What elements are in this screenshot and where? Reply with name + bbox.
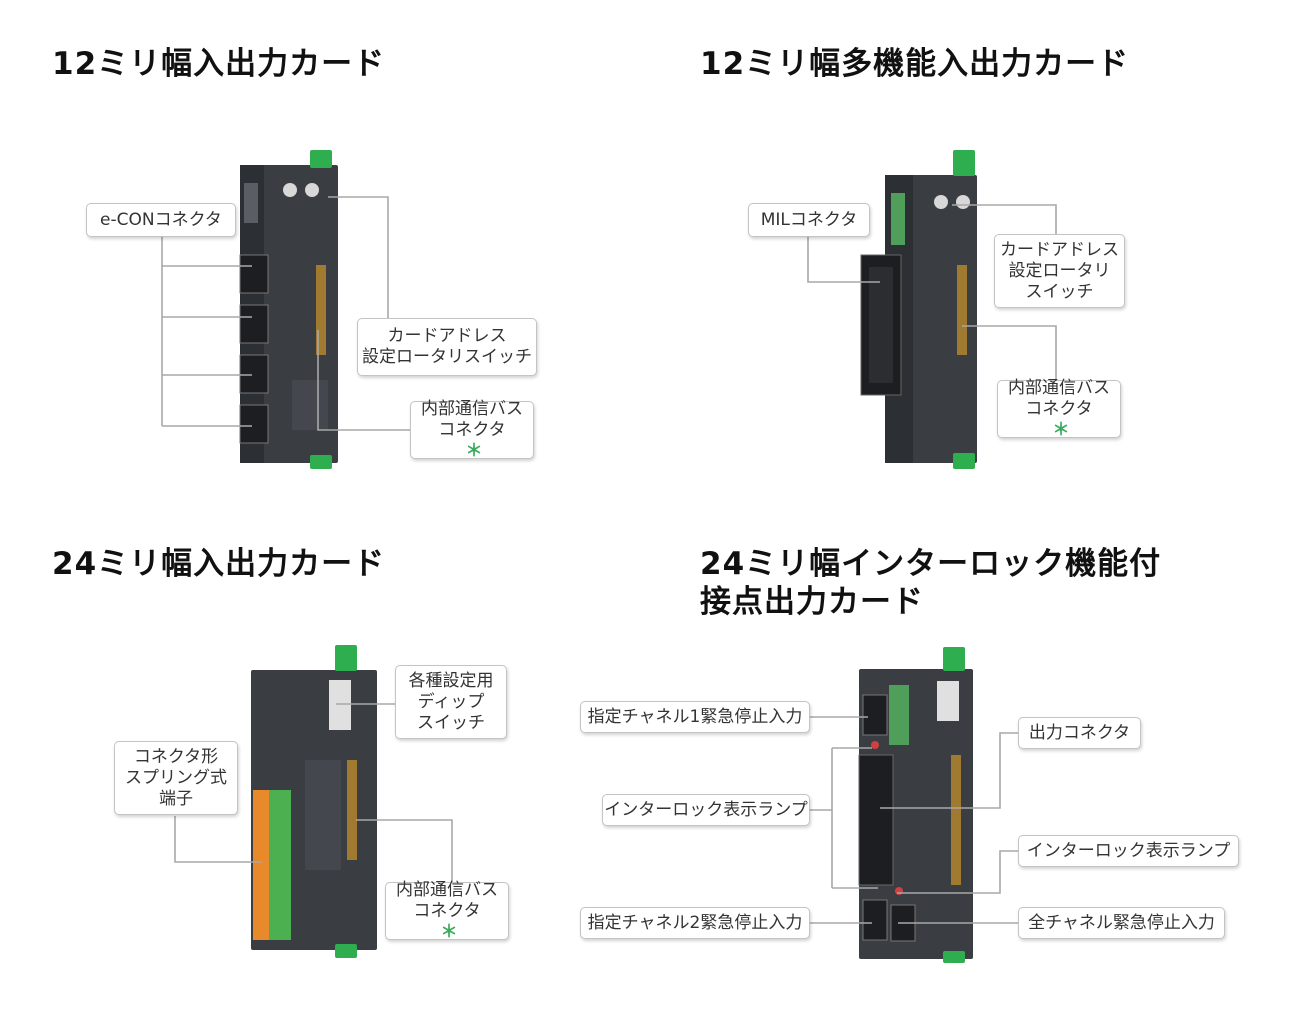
econ-connector-1 [239,254,269,294]
callout-interlock-lamp-right: インターロック表示ランプ [1018,835,1239,867]
rotary-switch-1 [283,183,297,197]
bottom-green-clip [335,944,357,958]
panel-title-12mm-multifunction: 12ミリ幅多機能入出力カード [700,46,1130,82]
econ-connector-4 [239,404,269,444]
device-12mm-multifunction-card [860,150,977,469]
spring-terminal-green [269,790,291,940]
led-indicators [891,193,905,245]
internal-bus-connector [957,265,967,355]
top-green-clip [310,150,332,168]
interlock-lamp-1 [871,741,879,749]
callout-internal-bus-connector: 内部通信バス コネクタ＊ [385,880,509,942]
internal-bus-connector [316,265,326,355]
bottom-green-clip [953,453,975,469]
bottom-green-clip [310,455,332,469]
callout-all-ch-emergency-stop-input: 全チャネル緊急停止入力 [1018,907,1225,939]
callout-mil-connector: MILコネクタ [748,203,870,237]
top-green-clip [953,150,975,176]
callout-internal-bus-connector: 内部通信バス コネクタ＊ [997,378,1121,440]
asterisk-mark: ＊ [1052,419,1070,440]
rotary-switch-2 [305,183,319,197]
callout-econ-connector: e-CONコネクタ [86,203,236,237]
callout-dip-switch: 各種設定用 ディップ スイッチ [395,665,507,739]
callout-internal-bus-connector: 内部通信バス コネクタ＊ [410,399,534,461]
spring-terminal-orange [253,790,269,940]
top-green-clip [943,647,965,671]
econ-connector-2 [239,304,269,344]
module-body [859,669,973,959]
callout-spring-terminal: コネクタ形 スプリング式 端子 [114,741,238,815]
led-strip [889,685,909,745]
panel-title-24mm-io: 24ミリ幅入出力カード [52,546,386,582]
ch2-emergency-connector [862,899,888,941]
device-24mm-io-card [251,645,377,958]
rotary-switch-1 [934,195,948,209]
ch1-emergency-connector [862,694,888,736]
output-connector [858,754,894,886]
dip-switch [329,680,351,730]
asterisk-mark: ＊ [440,921,458,942]
device-24mm-interlock-card [858,647,973,963]
bottom-green-clip [943,951,965,963]
callout-address-rotary-switch: カードアドレス 設定ロータリ スイッチ [994,234,1125,308]
callout-ch1-emergency-stop-input: 指定チャネル1緊急停止入力 [580,701,810,733]
dip-switch [937,681,959,721]
internal-bus-connector [347,760,357,860]
callout-ch2-emergency-stop-input: 指定チャネル2緊急停止入力 [580,907,810,939]
callout-interlock-lamp-left: インターロック表示ランプ [602,794,810,826]
panel-title-24mm-interlock: 24ミリ幅インターロック機能付 接点出力カード [700,546,1162,620]
callout-address-rotary-switch: カードアドレス 設定ロータリスイッチ [357,318,537,376]
top-green-clip [335,645,357,671]
econ-connector-3 [239,354,269,394]
asterisk-mark: ＊ [465,440,483,461]
device-12mm-io-card [239,150,338,469]
panel-title-12mm-io: 12ミリ幅入出力カード [52,46,386,82]
callout-output-connector: 出力コネクタ [1018,717,1141,749]
